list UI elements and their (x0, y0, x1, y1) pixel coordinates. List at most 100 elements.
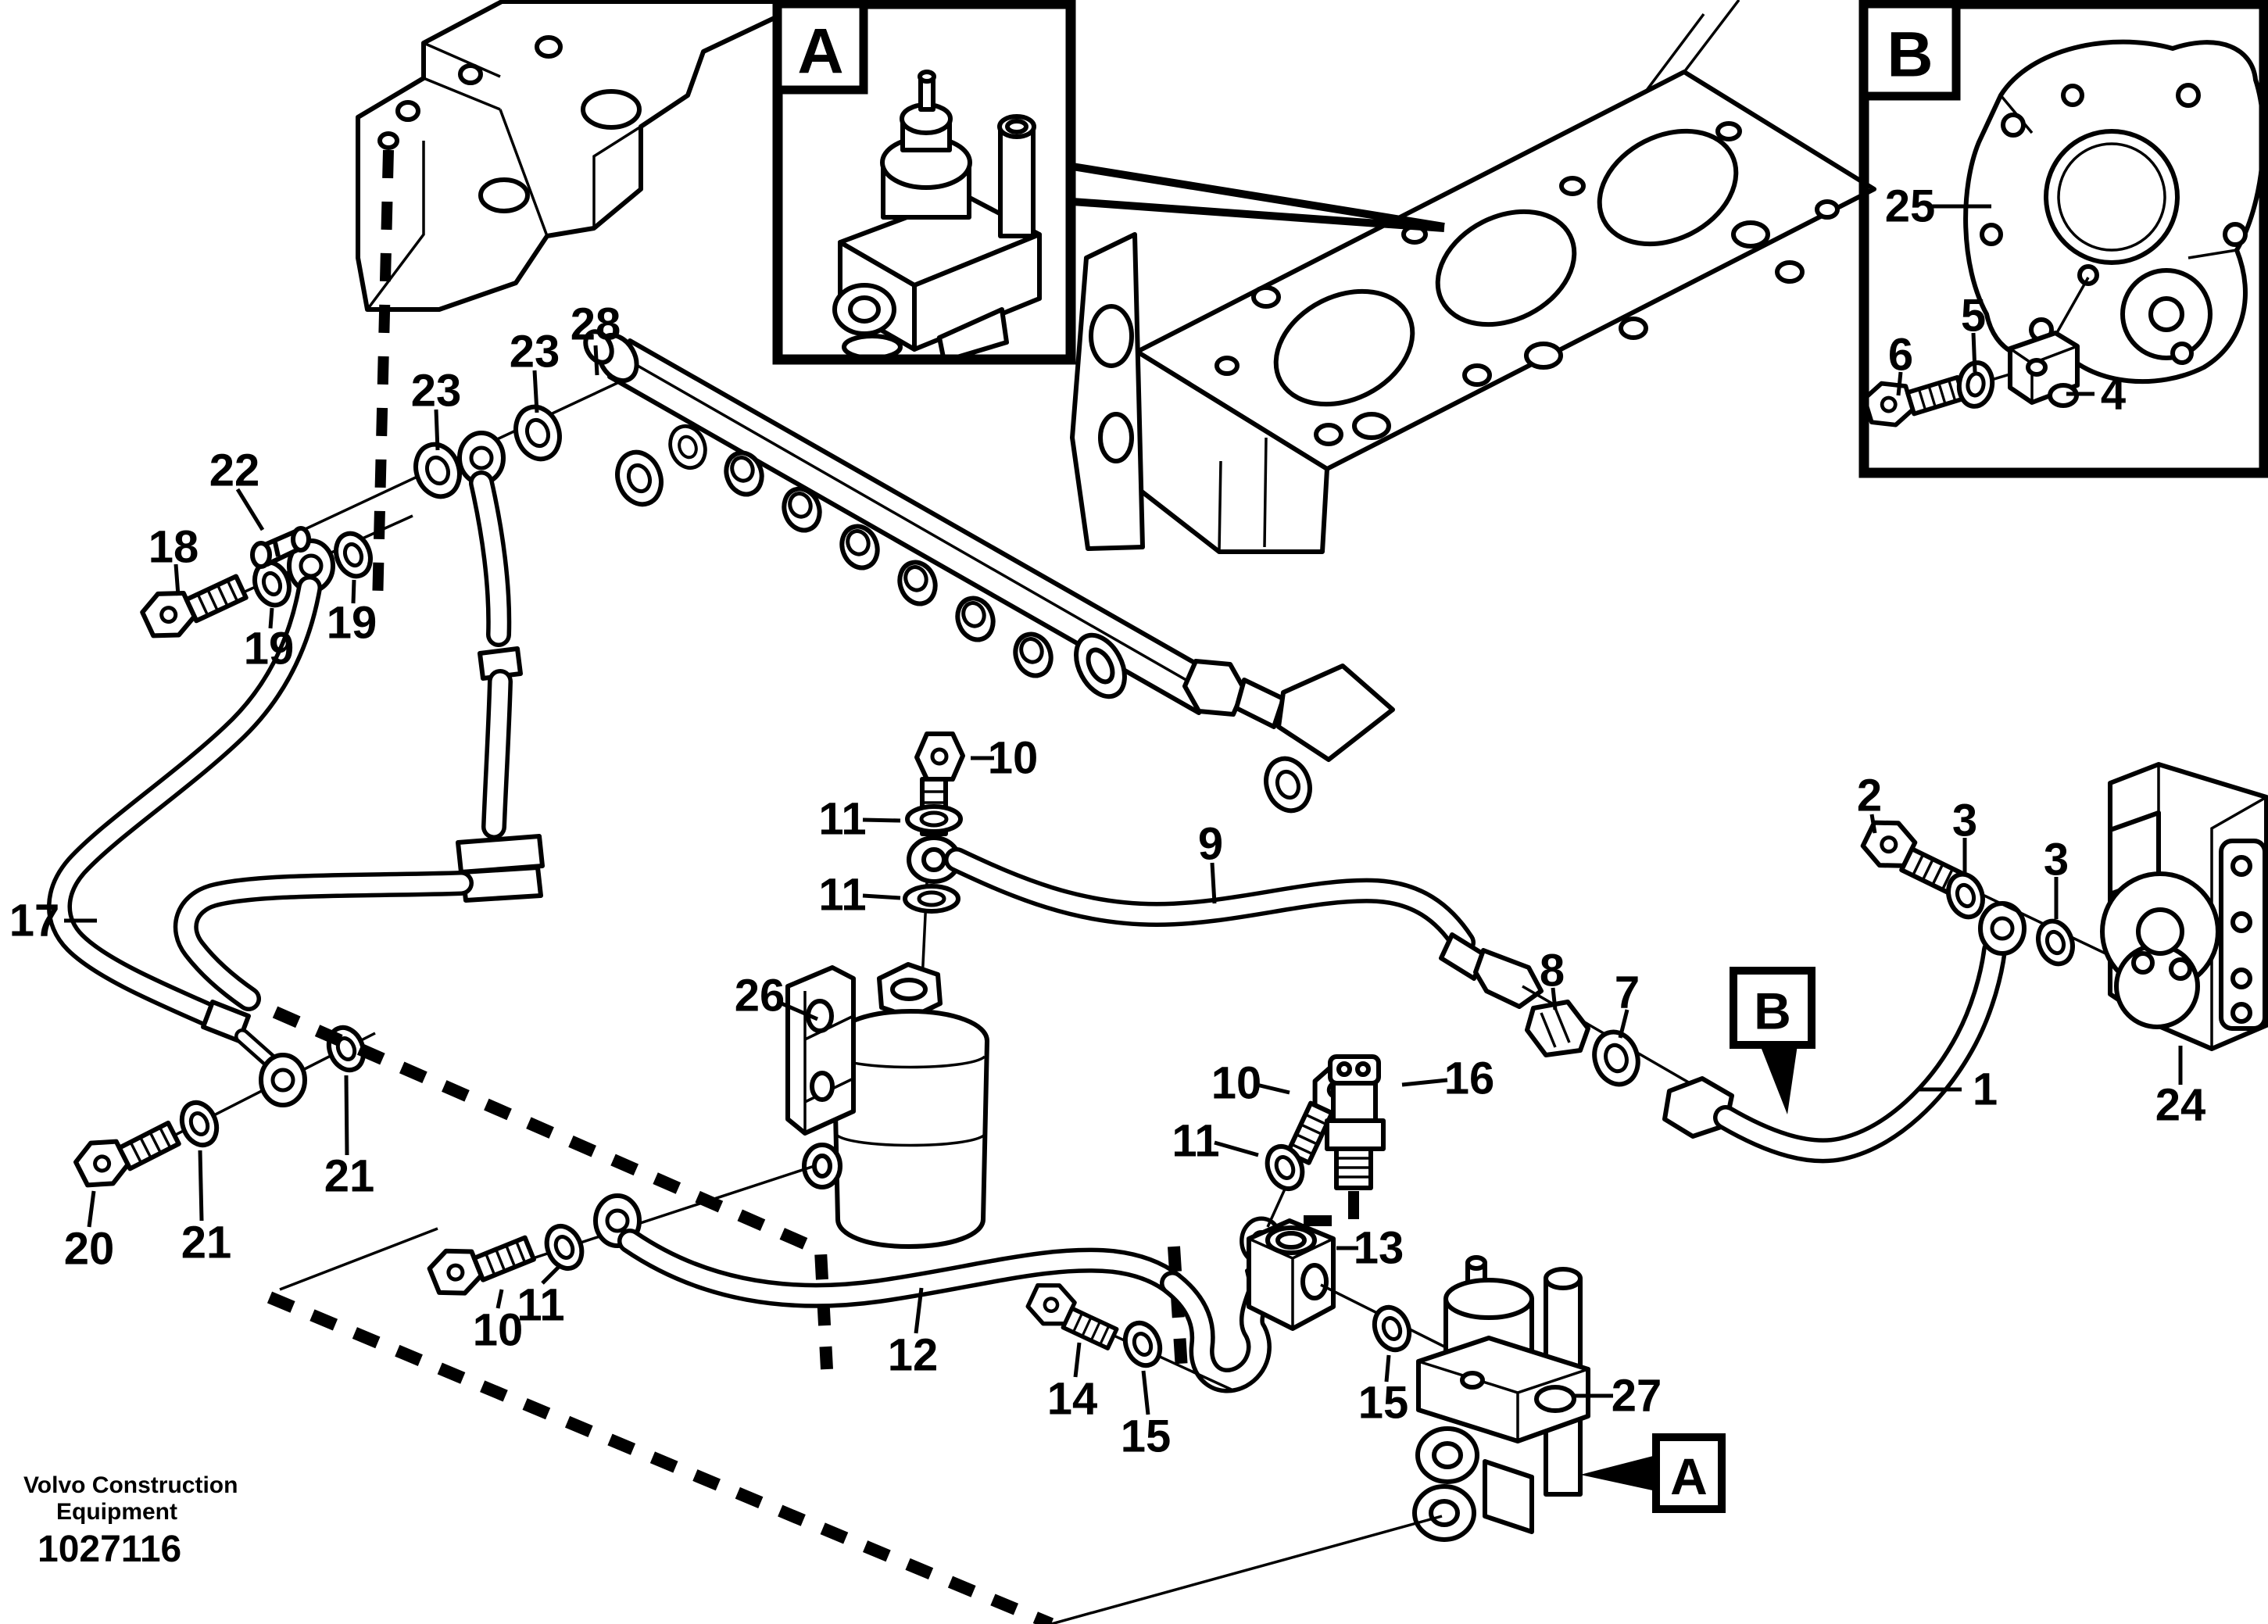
callout-leader (1971, 332, 1977, 373)
hose-12-assembly (426, 1164, 1286, 1393)
brand-line1: Volvo Construction (23, 1472, 238, 1498)
callout-1: 1 (1919, 1064, 1998, 1115)
callout-number: 19 (327, 598, 377, 649)
ref-markers-layer: BA (1580, 967, 1815, 1513)
callout-number: 27 (1612, 1371, 1662, 1422)
pipe-1 (1662, 903, 2024, 1164)
callout-4: 4 (2066, 369, 2126, 420)
callout-21: 21 (324, 1075, 375, 1202)
pipe-17 (47, 575, 322, 1035)
callout-number: 12 (888, 1330, 939, 1381)
callout-11: 11 (818, 870, 901, 921)
callout-number: 13 (1354, 1223, 1404, 1274)
callout-leader (1551, 987, 1558, 1011)
callout-number: 23 (510, 327, 560, 377)
detail-box-b: B (1858, 0, 2268, 478)
callout-18: 18 (148, 522, 199, 596)
callout-number: 21 (324, 1151, 375, 1202)
callout-10: 10 (473, 1289, 524, 1356)
callout-23: 23 (510, 327, 560, 413)
callout-leader (344, 1075, 349, 1156)
callout-number: 20 (64, 1224, 115, 1275)
detail-box-a: A (772, 0, 1076, 365)
dashed-region-boundary (267, 1006, 1188, 1624)
footer: Volvo Construction Equipment 1027116 (23, 1472, 238, 1570)
callout-number: 15 (1358, 1378, 1409, 1429)
callout-leader (914, 1287, 924, 1334)
callout-number: 17 (9, 896, 60, 946)
ref-marker-b: B (1730, 967, 1815, 1114)
callout-leader (1401, 1078, 1448, 1087)
callout-10: 10 (1211, 1058, 1290, 1109)
callout-number: 23 (411, 366, 462, 417)
callout-leader (1214, 1140, 1259, 1157)
callout-17: 17 (9, 896, 97, 946)
callout-11: 11 (517, 1265, 565, 1331)
bolt-10-block-13 (1261, 1060, 1366, 1228)
callout-leader (173, 563, 181, 596)
callout-leader (593, 345, 599, 376)
inlet-fittings-cluster (138, 381, 618, 645)
callout-number: 3 (1952, 796, 1977, 846)
callout-number: 10 (988, 733, 1039, 784)
valve-27 (1050, 1255, 1590, 1624)
callout-leader (434, 409, 440, 451)
callout-14: 14 (1047, 1342, 1098, 1425)
callout-27: 27 (1574, 1371, 1662, 1422)
detail-box-letter: B (1887, 20, 1933, 91)
callout-leader (1210, 862, 1217, 904)
callout-number: 9 (1198, 819, 1223, 870)
callout-leader (541, 1265, 561, 1285)
callout-7: 7 (1615, 968, 1640, 1039)
callout-10: 10 (971, 733, 1038, 784)
callout-number: 10 (1211, 1058, 1262, 1109)
callout-20: 20 (64, 1190, 115, 1275)
callout-9: 9 (1198, 819, 1223, 904)
callout-number: 11 (517, 1280, 564, 1331)
engine-fragment-top-left (356, 0, 778, 606)
callout-number: 26 (735, 971, 785, 1021)
callout-number: 25 (1885, 181, 1936, 232)
figure-number: 1027116 (38, 1529, 181, 1570)
block-13 (1247, 1218, 1336, 1331)
callout-19: 19 (244, 607, 294, 674)
ref-marker-letter: B (1754, 982, 1791, 1040)
pipe-19-branch (173, 470, 545, 1069)
callout-number: 6 (1888, 330, 1913, 381)
callout-3: 3 (2044, 835, 2069, 919)
callout-number: 21 (181, 1218, 232, 1268)
bolt-14-washer-15 (1024, 1277, 1236, 1393)
callout-leader (532, 370, 539, 413)
callout-leader (495, 1289, 504, 1309)
callout-number: 2 (1857, 771, 1882, 821)
callout-22: 22 (209, 445, 265, 531)
callout-leader (1384, 1354, 1391, 1383)
ref-marker-arrow (1580, 1455, 1656, 1491)
callout-number: 8 (1540, 946, 1565, 996)
detail-box-letter: A (797, 16, 843, 88)
callout-number: 10 (473, 1305, 524, 1356)
callout-leader (235, 488, 265, 531)
callout-leader (268, 607, 274, 629)
callout-number: 4 (2101, 369, 2126, 420)
callout-leader (1618, 1009, 1629, 1039)
ref-marker-a: A (1580, 1433, 1726, 1513)
hose-9 (944, 847, 1712, 1097)
callout-number: 24 (2155, 1080, 2206, 1131)
engine-block (1070, 0, 1876, 554)
callout-number: 11 (1172, 1116, 1219, 1167)
callout-8: 8 (1540, 946, 1565, 1011)
callout-number: 14 (1047, 1374, 1098, 1425)
sensor-16 (1288, 1054, 1386, 1226)
detail-box-b-art (1862, 39, 2266, 431)
callout-leader (1896, 371, 1903, 396)
callout-number: 16 (1444, 1053, 1495, 1104)
callout-number: 15 (1121, 1411, 1172, 1462)
callout-number: 28 (571, 299, 621, 350)
fuel-rail (583, 329, 1395, 817)
callout-5: 5 (1961, 291, 1986, 373)
callout-leader (87, 1190, 96, 1228)
fuel-filter-housing-26 (785, 962, 989, 1249)
